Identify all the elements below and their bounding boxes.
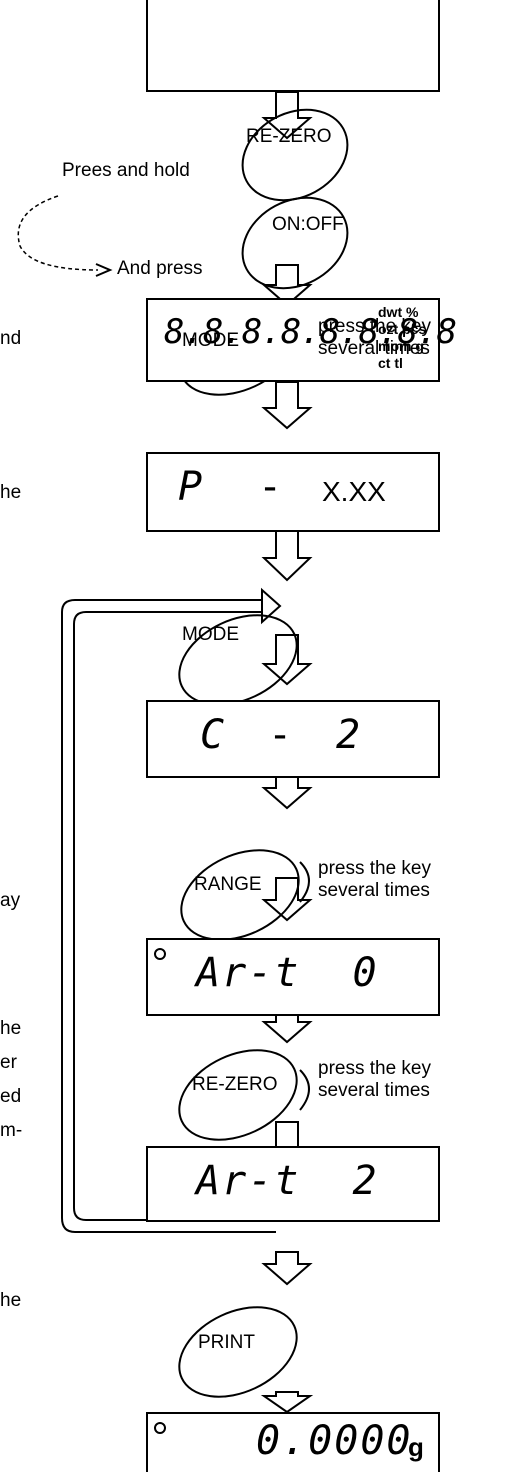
side-text-fragment: he — [0, 482, 22, 503]
print-key-label[interactable]: PRINT — [198, 1332, 255, 1353]
rezero-key-oval — [241, 108, 349, 202]
press-hold-label: Prees and hold — [62, 160, 190, 181]
rezero-key-label-2[interactable]: RE-ZERO — [192, 1074, 278, 1095]
weight-unit: g — [408, 1432, 424, 1462]
display-arto-0: Ar-t 0 — [146, 938, 440, 1016]
down-arrow — [261, 381, 313, 430]
side-text-fragment: he — [0, 1290, 22, 1311]
rezero-key-oval-2 — [178, 1049, 298, 1141]
down-arrow — [261, 530, 313, 582]
rezero-key-label[interactable]: RE-ZERO — [246, 126, 332, 147]
display-arto-2: Ar-t 2 — [146, 1146, 440, 1222]
side-text-fragment: ay — [0, 890, 21, 911]
version-text: X.XX — [322, 476, 386, 507]
stable-indicator-icon — [154, 948, 166, 960]
display-p-version: P - X.XX — [146, 452, 440, 532]
mode-key-label[interactable]: MODE — [182, 330, 239, 351]
press-several-note-3: press the key several times — [318, 1058, 431, 1101]
side-text-fragment: he — [0, 1018, 22, 1039]
loop-line-inner — [73, 611, 276, 1221]
arto-text: Ar-t 2 — [196, 1158, 379, 1204]
onoff-key-oval — [241, 196, 349, 290]
range-key-label[interactable]: RANGE — [194, 874, 262, 895]
dashed-arrowhead — [95, 263, 113, 277]
c-value: 2 — [336, 712, 363, 758]
display-c2: C - 2 — [146, 700, 440, 778]
unit-row: mom g — [378, 338, 424, 354]
p-digit: P — [178, 464, 205, 510]
display-all-segments: 8.8.8.8.8.8.8.8 dwt % ozt pcs mom g ct t… — [146, 298, 457, 382]
loop-line-outer — [61, 599, 276, 1233]
unit-row: ozt pcs — [378, 321, 427, 337]
arto-text: Ar-t 0 — [196, 950, 379, 996]
display-blank — [146, 0, 440, 92]
unit-row: dwt % — [378, 304, 419, 320]
mode-key-oval-2 — [178, 614, 298, 706]
dashed-curve-arrow — [17, 195, 99, 271]
print-key-oval — [178, 1306, 298, 1398]
side-text-fragment: er — [0, 1052, 17, 1073]
and-press-label: And press — [117, 258, 203, 279]
down-arrow — [261, 264, 313, 307]
down-arrow — [261, 1251, 313, 1286]
onoff-key-label[interactable]: ON:OFF — [272, 214, 344, 235]
unit-row: ct tl — [378, 355, 403, 371]
weight-value: 0.0000 — [256, 1418, 413, 1464]
loop-arrowhead — [261, 587, 282, 625]
side-text-fragment: ed — [0, 1086, 22, 1107]
side-text-fragment: m- — [0, 1120, 23, 1141]
brace — [299, 1069, 310, 1111]
side-text-fragment: nd — [0, 328, 22, 349]
press-several-note-2: press the key several times — [318, 858, 431, 901]
stable-indicator-icon — [154, 1422, 166, 1434]
c-digit: C — [200, 712, 227, 758]
press-several-note: press the key several times — [318, 316, 431, 359]
mode-key-label-2[interactable]: MODE — [182, 624, 239, 645]
unit-annunciators: dwt % ozt pcs mom g ct tl — [378, 304, 426, 372]
down-arrow — [261, 634, 313, 686]
down-arrow — [260, 1391, 314, 1414]
c-dash: - — [268, 712, 295, 758]
brace — [299, 861, 310, 903]
range-key-oval — [180, 849, 300, 941]
display-weighing: 0.0000 g — [146, 1412, 440, 1472]
p-dash: - — [258, 464, 285, 510]
segment-digits: 8.8.8.8.8.8.8.8 — [164, 312, 457, 352]
